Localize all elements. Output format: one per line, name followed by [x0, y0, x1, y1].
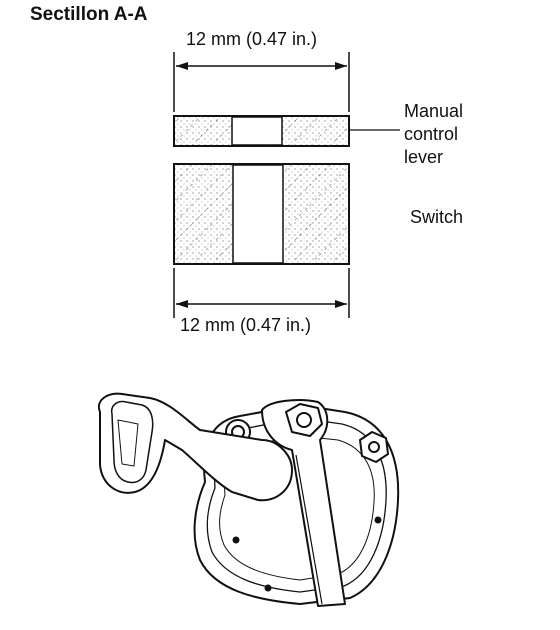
switch-assembly-illustration: [97, 392, 400, 607]
bottom-dimension-label: 12 mm (0.47 in.): [180, 315, 312, 335]
bottom-dimension: [173, 268, 350, 318]
mounting-bolt-right: [359, 431, 389, 463]
lever-label-line-3: lever: [404, 147, 444, 167]
top-dimension: [173, 52, 350, 112]
manual-control-lever-label: Manual control lever: [404, 100, 463, 169]
lever-nut: [285, 403, 323, 437]
lever-section: [173, 115, 400, 147]
manual-control-lever: [97, 392, 293, 502]
section-title: Sectillon A-A: [30, 4, 148, 25]
switch-section: [173, 163, 350, 265]
switch-label: Switch: [410, 207, 464, 227]
lever-label-line-2: control: [404, 124, 459, 144]
top-dimension-label: 12 mm (0.47 in.): [186, 29, 318, 49]
lever-label-line-1: Manual: [404, 101, 464, 121]
lever-arm: [261, 399, 346, 607]
